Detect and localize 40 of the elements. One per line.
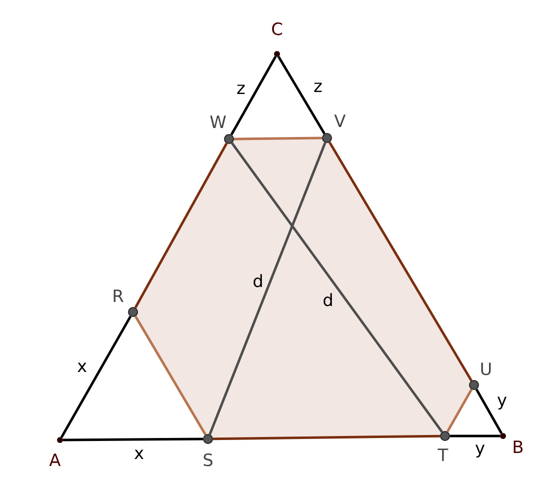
segment-label: y (496, 392, 508, 410)
point-label: V (334, 113, 346, 131)
segment-label: x (76, 358, 88, 376)
line-segment (230, 142, 444, 433)
point-label: R (112, 288, 124, 306)
line-segment (208, 142, 326, 435)
line-segment (230, 56, 277, 136)
line-segment (60, 316, 132, 438)
line-segment (446, 388, 473, 432)
point-dot (500, 433, 506, 439)
line-segment (277, 56, 326, 134)
point-label: U (480, 361, 492, 379)
line-segment (134, 316, 207, 436)
segment-label: d (322, 292, 334, 310)
point-label: T (438, 447, 448, 465)
point-label: C (271, 21, 283, 39)
line-segment (134, 142, 228, 308)
point-dot (274, 51, 280, 57)
line-segment (212, 434, 440, 440)
segment-label: d (252, 273, 264, 291)
point-dot (128, 307, 138, 317)
point-label: B (512, 439, 524, 457)
point-label: S (202, 452, 214, 470)
line-segment (234, 136, 322, 140)
point-dot (469, 380, 479, 390)
point-dot (322, 133, 332, 143)
line-segment (328, 142, 473, 382)
point-label: A (49, 452, 61, 470)
point-label: W (210, 114, 226, 132)
line-segment (450, 434, 500, 438)
line-segment (63, 438, 203, 442)
point-dot (57, 437, 63, 443)
segment-label: y (474, 440, 486, 458)
segment-label: x (134, 445, 144, 463)
segment-label: z (236, 80, 246, 98)
point-dot (440, 431, 450, 441)
point-dot (203, 434, 213, 444)
segment-label: z (314, 78, 322, 96)
line-segment (475, 388, 503, 434)
point-dot (224, 134, 234, 144)
